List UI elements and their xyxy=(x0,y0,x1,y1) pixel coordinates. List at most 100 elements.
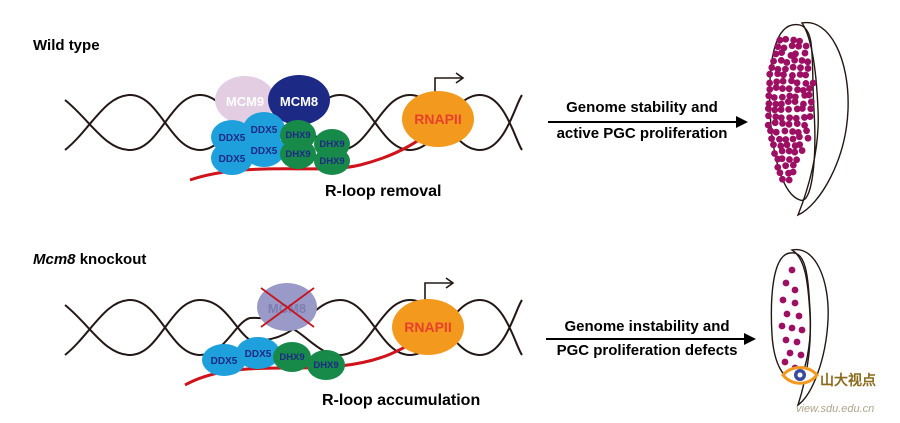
pgc-cell xyxy=(766,70,774,78)
pgc-cell xyxy=(774,163,782,171)
pgc-cell xyxy=(785,120,793,128)
pgc-cell xyxy=(785,85,793,93)
pgc-cell xyxy=(798,57,806,64)
ddx5-protein xyxy=(211,141,253,175)
pgc-cell xyxy=(789,168,797,176)
outcome-line1-ko: Genome instability and xyxy=(564,318,729,335)
pgc-cell xyxy=(793,79,801,87)
rnapii-protein xyxy=(392,299,464,355)
ddx5-protein xyxy=(243,133,285,167)
pgc-cell xyxy=(791,148,799,156)
pgc-cell xyxy=(777,114,785,122)
pgc-cell xyxy=(785,147,793,155)
pgc-cell xyxy=(768,64,776,71)
knockout-panel: Mcm8 knockout MCM8 DDX5 DDX5 DHX9 DHX9 xyxy=(33,248,829,409)
pgc-cell xyxy=(781,358,789,366)
pgc-cell xyxy=(774,43,782,51)
pgc-cell xyxy=(771,119,779,127)
dhx9-protein xyxy=(307,350,345,380)
cross-icon xyxy=(260,287,315,328)
pgc-cell xyxy=(796,133,803,141)
wild-type-title: Wild type xyxy=(33,37,100,54)
outcome-line2-wt: active PGC proliferation xyxy=(557,125,728,142)
pgc-cell xyxy=(803,127,810,135)
pgc-cell xyxy=(795,312,803,320)
pgc-cell xyxy=(793,156,801,164)
pgc-cell xyxy=(793,338,801,346)
outcome-line1-wt: Genome stability and xyxy=(566,99,718,116)
pgc-cell xyxy=(777,106,785,113)
pgc-cell xyxy=(782,162,790,170)
pgc-cell xyxy=(767,127,774,135)
mcm9-label: MCM9 xyxy=(226,94,264,109)
pgc-cell xyxy=(774,70,782,78)
pgc-cell xyxy=(782,279,790,287)
pgc-cell xyxy=(772,128,780,136)
mcm9-protein xyxy=(215,76,275,124)
pgc-cell xyxy=(788,42,796,50)
pgc-cell xyxy=(791,56,799,64)
pgc-cell xyxy=(789,135,797,143)
pgc-cell xyxy=(807,98,815,106)
pgc-cell xyxy=(805,91,813,99)
pgc-cell xyxy=(791,299,799,307)
process-label-wt: R-loop removal xyxy=(325,183,441,200)
pgc-cell xyxy=(788,266,796,274)
pgc-cell xyxy=(796,37,803,45)
pgc-cell xyxy=(766,79,774,87)
pgc-cell xyxy=(779,120,786,127)
pgc-cell xyxy=(809,79,817,87)
pgc-cell xyxy=(804,134,812,142)
pgc-cell xyxy=(782,65,789,73)
pgc-cell xyxy=(778,93,786,101)
knockout-title-rest: knockout xyxy=(76,251,147,268)
pgc-cell xyxy=(798,105,806,112)
pgc-cell xyxy=(771,106,779,114)
pgc-cell xyxy=(789,63,797,71)
dhx9-protein xyxy=(314,147,350,175)
pgc-cell xyxy=(789,161,797,169)
pgc-cell xyxy=(783,59,791,66)
dhx9-label: DHX9 xyxy=(313,360,338,371)
pgc-cell xyxy=(770,57,777,65)
ddx5-label: DDX5 xyxy=(251,146,278,157)
pgc-cell xyxy=(790,36,798,44)
ddx5-label: DDX5 xyxy=(245,349,272,360)
outcome-line2-ko: PGC proliferation defects xyxy=(557,342,738,359)
dhx9-label: DHX9 xyxy=(285,130,310,141)
outcome-arrowhead-ko xyxy=(744,333,756,345)
pgc-cell xyxy=(765,92,773,100)
pgc-cell xyxy=(796,71,804,78)
ddx5-label: DDX5 xyxy=(219,154,246,165)
pgc-cell xyxy=(782,336,790,344)
dhx9-label: DHX9 xyxy=(319,156,344,167)
pgc-cell xyxy=(786,349,794,357)
pgc-cell xyxy=(788,77,795,85)
ddx5-label: DDX5 xyxy=(219,133,246,144)
pgc-cell xyxy=(798,326,806,334)
pgc-cell xyxy=(779,85,786,92)
pgc-cell xyxy=(804,65,812,72)
watermark-logo-text: 山大视点 xyxy=(820,372,876,389)
pgc-cell xyxy=(788,324,796,332)
pgc-cell xyxy=(792,50,799,58)
dhx9-label: DHX9 xyxy=(319,139,344,150)
pgc-cell xyxy=(802,71,810,79)
pgc-cell xyxy=(789,128,797,135)
knockout-gene: Mcm8 xyxy=(33,251,76,268)
pgc-cells xyxy=(778,266,806,372)
pgc-cell xyxy=(792,114,800,122)
pgc-cell xyxy=(801,49,809,57)
pgc-cell xyxy=(772,100,780,108)
pgc-cell xyxy=(793,120,801,128)
pgc-cell xyxy=(778,100,785,108)
pgc-cell xyxy=(773,78,781,86)
dhx9-label: DHX9 xyxy=(285,149,310,160)
ddx5-label: DDX5 xyxy=(251,125,278,136)
pgc-cell xyxy=(797,64,804,72)
pgc-cell xyxy=(776,169,784,177)
pgc-cell xyxy=(778,147,786,155)
pgc-cell xyxy=(770,94,778,101)
pgc-cell xyxy=(766,86,774,93)
